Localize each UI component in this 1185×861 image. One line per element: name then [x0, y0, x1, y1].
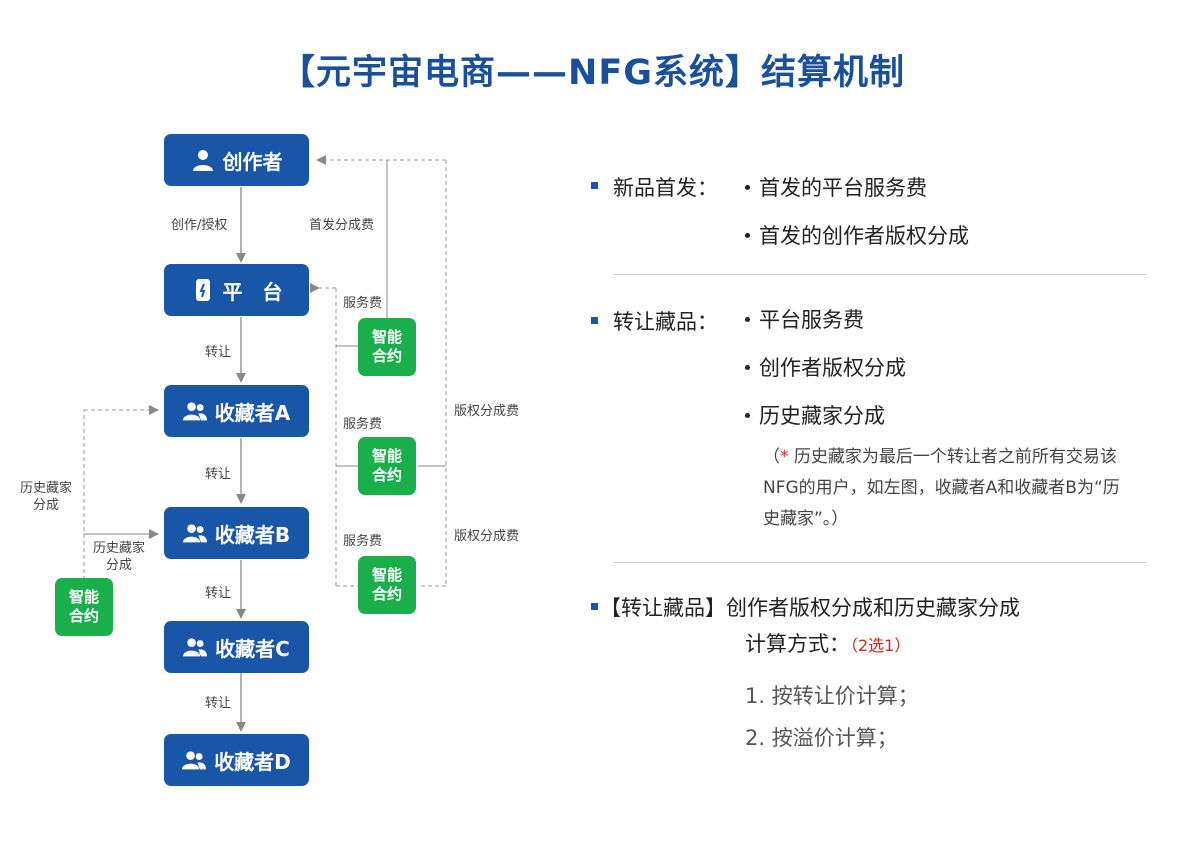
edge-label-transfer: 转让: [205, 586, 232, 601]
smart-contract-1: 智能 合约: [358, 318, 416, 376]
phone-icon: [195, 279, 210, 301]
smart-contract-label-2: 合约: [371, 585, 402, 603]
edge-label-transfer: 转让: [205, 696, 232, 711]
section-calc-head: 【转让藏品】创作者版权分成和历史藏家分成: [600, 596, 1020, 620]
node-collector-d: 收藏者D: [164, 734, 309, 786]
history-share-line2: 分成: [106, 558, 133, 573]
edge-label-transfer: 转让: [205, 345, 232, 360]
bullet-dot: [745, 232, 750, 238]
section-new-release-head: 新品首发：: [613, 176, 718, 200]
node-collector-b: 收藏者B: [164, 507, 309, 559]
calc-sub-label: 计算方式：: [745, 632, 850, 656]
edge-label-first-release-share: 首发分成费: [309, 218, 375, 233]
edge-label-copyright-share: 版权分成费: [454, 529, 520, 544]
node-creator: 创作者: [164, 134, 309, 186]
bullet-dot: [745, 412, 750, 418]
divider: [613, 562, 1147, 563]
node-collector-d-label: 收藏者D: [214, 749, 291, 774]
list-item: 历史藏家分成: [745, 400, 885, 430]
user-icon: [192, 150, 213, 171]
bullet-square: [591, 317, 598, 324]
edge-label-history-share: 历史藏家 分成: [93, 540, 145, 574]
users-icon: [182, 402, 207, 421]
calc-choice-note: （2选1）: [850, 636, 911, 655]
node-collector-a-label: 收藏者A: [214, 400, 291, 425]
edge-label-service-fee: 服务费: [343, 534, 383, 549]
note-text: 历史藏家为最后一个转让者之前所有交易该NFG的用户，如左图，收藏者A和收藏者B为…: [763, 447, 1120, 529]
edge-label-service-fee: 服务费: [343, 296, 383, 311]
list-item: 首发的平台服务费: [745, 172, 927, 202]
smart-contract-label-1: 智能: [371, 566, 402, 584]
list-item-text: 首发的创作者版权分成: [759, 224, 969, 248]
users-icon: [182, 751, 207, 770]
smart-contract-label-2: 合约: [371, 347, 402, 365]
calc-method-item: 2. 按溢价计算；: [745, 726, 898, 750]
users-icon: [182, 524, 207, 543]
history-collector-note: （* 历史藏家为最后一个转让者之前所有交易该NFG的用户，如左图，收藏者A和收藏…: [763, 442, 1133, 535]
smart-contract-label-2: 合约: [371, 466, 402, 484]
edge-label-copyright-share: 版权分成费: [454, 404, 520, 419]
list-item-text: 首发的平台服务费: [759, 176, 927, 200]
smart-contract-label-1: 智能: [371, 328, 402, 346]
node-platform-label: 平 台: [222, 279, 283, 304]
page-title: 【元宇宙电商——NFG系统】结算机制: [280, 53, 905, 93]
history-share-line1: 历史藏家: [20, 481, 73, 496]
node-collector-b-label: 收藏者B: [214, 522, 291, 547]
smart-contract-label-1: 智能: [371, 447, 402, 465]
bullet-dot: [745, 184, 750, 190]
smart-contract-label-2: 合约: [68, 607, 99, 625]
node-collector-c: 收藏者C: [164, 621, 309, 673]
history-share-line1: 历史藏家: [93, 541, 146, 556]
smart-contract-3: 智能 合约: [358, 556, 416, 614]
list-item: 创作者版权分成: [745, 352, 906, 382]
bullet-dot: [745, 316, 750, 322]
list-item-text: 平台服务费: [759, 308, 864, 332]
note-open: （: [763, 447, 780, 467]
list-item: 平台服务费: [745, 304, 864, 334]
smart-contract-left: 智能 合约: [55, 578, 113, 636]
node-collector-a: 收藏者A: [164, 385, 309, 437]
users-icon: [183, 638, 208, 657]
bullet-dot: [745, 364, 750, 370]
calc-method-item: 1. 按转让价计算；: [745, 684, 919, 708]
divider: [613, 274, 1147, 275]
note-star: *: [780, 447, 789, 467]
section-transfer-head: 转让藏品：: [613, 310, 718, 334]
list-item: 首发的创作者版权分成: [745, 220, 969, 250]
node-creator-label: 创作者: [222, 149, 283, 174]
edge-label-transfer: 转让: [205, 467, 232, 482]
bullet-square: [591, 603, 598, 610]
node-collector-c-label: 收藏者C: [215, 636, 290, 661]
edge-label-create-auth: 创作/授权: [171, 218, 228, 233]
smart-contract-label-1: 智能: [68, 588, 99, 606]
list-item-text: 历史藏家分成: [759, 404, 885, 428]
section-calc-sub: 计算方式：（2选1）: [745, 628, 910, 658]
edge-label-service-fee: 服务费: [343, 417, 383, 432]
list-item-text: 创作者版权分成: [759, 356, 906, 380]
node-platform: 平 台: [164, 264, 309, 316]
bullet-square: [591, 182, 598, 189]
smart-contract-2: 智能 合约: [358, 437, 416, 495]
history-share-line2: 分成: [33, 498, 60, 513]
edge-label-history-share: 历史藏家 分成: [20, 480, 72, 514]
